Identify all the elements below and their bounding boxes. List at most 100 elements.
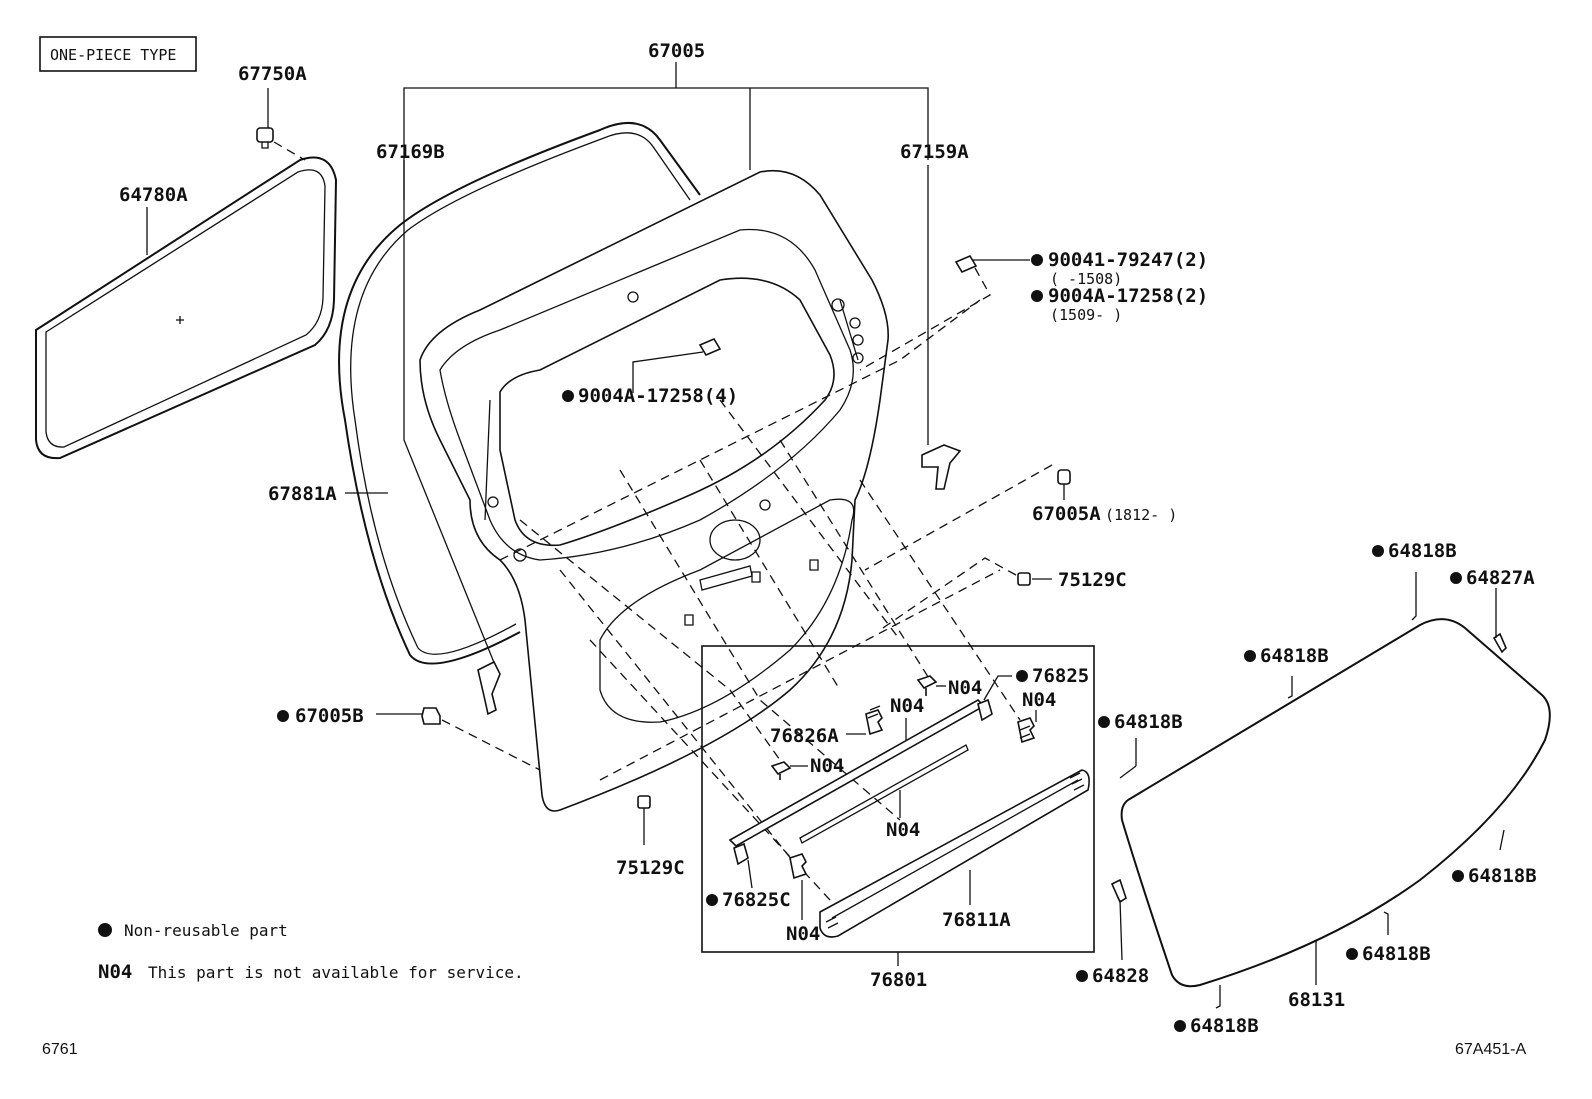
label-67005B: 67005B <box>295 705 364 727</box>
label-75129C-top: 75129C <box>1058 569 1127 591</box>
trim-strip-lower <box>799 744 969 844</box>
leader-67005 <box>403 62 929 200</box>
legend-dot-icon <box>98 923 112 937</box>
legend-non-reusable: Non-reusable part <box>124 921 288 940</box>
spacer-64818B-2 <box>1287 676 1293 699</box>
leader-76825 <box>983 675 1012 701</box>
label-64818B-4: 64818B <box>1468 865 1537 887</box>
label-n04-upper: N04 <box>890 695 924 717</box>
spacer-64818B-1 <box>1411 572 1417 621</box>
label-64818B-2: 64818B <box>1260 645 1329 667</box>
spacer-64818B-5 <box>1383 911 1389 935</box>
dash-67005A <box>864 464 1053 571</box>
clip-n04-top <box>916 675 938 696</box>
garnish-76811A <box>819 769 1090 938</box>
leader-64828 <box>1119 899 1123 961</box>
label-67159A: 67159A <box>900 141 969 163</box>
back-glass-68131 <box>1120 618 1551 988</box>
spacer-64828 <box>1110 878 1127 904</box>
label-64818B-1: 64818B <box>1388 540 1457 562</box>
label-76825C: 76825C <box>722 889 791 911</box>
back-door-panel-67005 <box>419 169 889 812</box>
spacer-64818B-4 <box>1499 829 1505 851</box>
label-75129C-bottom: 75129C <box>616 857 685 879</box>
page-code: 6761 <box>42 1041 78 1058</box>
type-label: ONE-PIECE TYPE <box>50 46 176 64</box>
label-n04-right: N04 <box>1022 689 1056 711</box>
cap-76825 <box>977 698 993 722</box>
non-reusable-dot-76825 <box>1016 670 1028 682</box>
figure-code: 67A451-A <box>1455 1041 1526 1058</box>
spacer-64818B-6 <box>1215 985 1221 1009</box>
dash-90041 <box>859 267 991 371</box>
non-reusable-dot-9004A-2 <box>1031 290 1043 302</box>
label-64818B-6: 64818B <box>1190 1015 1259 1037</box>
clip-n04-left <box>770 761 792 780</box>
type-label-box <box>39 36 197 72</box>
label-64827A: 64827A <box>1466 567 1535 589</box>
leader-76825C <box>747 859 753 889</box>
non-reusable-dot-76825C <box>706 894 718 906</box>
dash-67750A <box>273 141 306 161</box>
label-67169B: 67169B <box>376 141 445 163</box>
spacer-64827A <box>1492 632 1507 654</box>
bolt-9004A-17258-4 <box>698 337 722 357</box>
label-64780A: 64780A <box>119 184 188 206</box>
non-reusable-dot-64828 <box>1076 970 1088 982</box>
non-reusable-dot-90041 <box>1031 254 1043 266</box>
non-reusable-dot-64827A <box>1450 572 1462 584</box>
non-reusable-dot-64818B-2 <box>1244 650 1256 662</box>
hinge-67159A <box>921 444 962 490</box>
non-reusable-dot-64818B-3 <box>1098 716 1110 728</box>
label-9004A-17258-4: 9004A-17258(4) <box>578 385 738 407</box>
label-67881A: 67881A <box>268 483 337 505</box>
non-reusable-dot-64818B-1 <box>1372 545 1384 557</box>
label-90041-79247: 90041-79247(2) <box>1048 249 1208 271</box>
legend-n04-code: N04 <box>98 961 132 983</box>
dash-75129C-top <box>879 557 1017 631</box>
label-67750A: 67750A <box>238 63 307 85</box>
non-reusable-dot-64818B-6 <box>1174 1020 1186 1032</box>
label-67005A-note: (1812- ) <box>1105 506 1177 524</box>
label-64818B-3: 64818B <box>1114 711 1183 733</box>
cap-76825C <box>733 842 749 866</box>
leader-67169B <box>403 160 496 666</box>
label-n04-top: N04 <box>948 677 982 699</box>
clip-76826A <box>865 705 884 736</box>
label-67005: 67005 <box>648 40 705 62</box>
clip-n04-right <box>1017 717 1036 744</box>
non-reusable-dot-64818B-5 <box>1346 948 1358 960</box>
weatherstrip-67881A <box>338 122 701 665</box>
label-68131: 68131 <box>1288 989 1345 1011</box>
trim-strip-upper <box>728 699 986 847</box>
label-90041-note: ( -1508) <box>1050 270 1122 288</box>
label-76811A: 76811A <box>942 909 1011 931</box>
label-76826A: 76826A <box>770 725 839 747</box>
label-64818B-5: 64818B <box>1362 943 1431 965</box>
bumper-67005B <box>421 707 441 725</box>
clip-75129C-bottom <box>637 795 651 809</box>
fastener-67005A <box>1057 469 1071 485</box>
label-n04-lower: N04 <box>886 819 920 841</box>
legend-n04-text: This part is not available for service. <box>148 963 524 982</box>
label-64828: 64828 <box>1092 965 1149 987</box>
label-76801: 76801 <box>870 969 927 991</box>
spacer-64818B-3 <box>1119 765 1137 779</box>
trim-board-64780A <box>35 156 338 460</box>
clip-67750A <box>256 127 274 149</box>
label-n04-left: N04 <box>810 755 844 777</box>
label-67005A: 67005A <box>1032 503 1101 525</box>
label-9004A-note: (1509- ) <box>1050 306 1122 324</box>
non-reusable-dot-64818B-4 <box>1452 870 1464 882</box>
label-76825: 76825 <box>1032 665 1089 687</box>
dash-67005B <box>441 719 541 771</box>
leader-9004A-4 <box>632 351 704 393</box>
label-9004A-17258-2: 9004A-17258(2) <box>1048 285 1208 307</box>
clip-75129C-top <box>1017 572 1031 586</box>
hinge-67169B <box>477 660 501 716</box>
clip-n04-bottom <box>789 853 808 880</box>
non-reusable-dot-9004A-4 <box>562 390 574 402</box>
label-n04-bottom: N04 <box>786 923 820 945</box>
bolt-90041-79247 <box>954 254 978 274</box>
